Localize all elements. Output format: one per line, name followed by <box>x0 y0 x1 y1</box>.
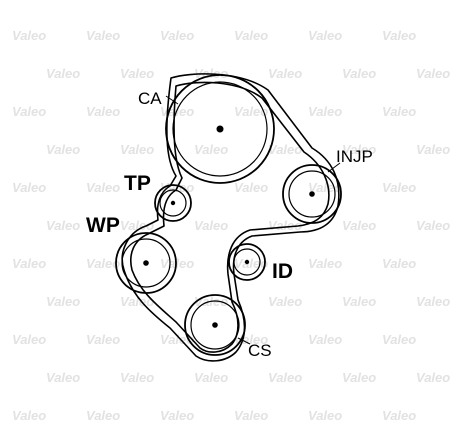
watermark-text: Valeo <box>382 180 416 195</box>
pulley-injp-hub <box>309 191 315 197</box>
watermark-text: Valeo <box>308 256 342 271</box>
watermark-text: Valeo <box>268 142 302 157</box>
watermark-text: Valeo <box>342 218 376 233</box>
watermark-text: Valeo <box>120 142 154 157</box>
watermark-text: Valeo <box>382 28 416 43</box>
label-id: ID <box>272 260 293 283</box>
watermark-text: Valeo <box>86 28 120 43</box>
watermark-text: Valeo <box>308 104 342 119</box>
watermark-text: Valeo <box>382 332 416 347</box>
pulley-ca-hub <box>216 125 224 133</box>
watermark-text: Valeo <box>120 66 154 81</box>
watermark-text: Valeo <box>120 370 154 385</box>
watermark-text: Valeo <box>12 408 46 423</box>
pulley-id <box>228 243 266 281</box>
watermark-text: Valeo <box>416 142 450 157</box>
label-wp: WP <box>86 214 120 237</box>
pulley-wp-inner-ring <box>121 238 171 288</box>
watermark-text: Valeo <box>268 218 302 233</box>
label-ca: CA <box>138 89 162 108</box>
watermark-text: Valeo <box>382 256 416 271</box>
belt-outer-line <box>121 73 340 362</box>
watermark-text: Valeo <box>86 180 120 195</box>
pulley-injp-outer-ring <box>282 164 342 224</box>
watermark-text: Valeo <box>268 370 302 385</box>
watermark-text: Valeo <box>342 294 376 309</box>
watermark-text: Valeo <box>416 294 450 309</box>
watermark-text: Valeo <box>46 66 80 81</box>
watermark-text: Valeo <box>308 332 342 347</box>
pulley-id-outer-ring <box>228 243 266 281</box>
watermark-text: Valeo <box>308 408 342 423</box>
watermark-text: Valeo <box>46 294 80 309</box>
watermark-text: Valeo <box>416 218 450 233</box>
watermark-text: Valeo <box>234 180 268 195</box>
label-cs: CS <box>248 341 272 360</box>
belt <box>121 73 340 362</box>
watermark-text: Valeo <box>342 66 376 81</box>
leader-ca <box>165 95 179 105</box>
watermark-text: Valeo <box>308 28 342 43</box>
watermark-text: Valeo <box>46 218 80 233</box>
pulley-injp-inner-ring <box>288 170 336 218</box>
pulley-injp <box>282 164 342 224</box>
label-leaders <box>165 95 341 345</box>
pulley-tp-hub <box>170 200 176 206</box>
watermark-text: Valeo <box>416 66 450 81</box>
watermark-text: Valeo <box>12 104 46 119</box>
watermark-text: Valeo <box>160 408 194 423</box>
watermark-text: Valeo <box>46 142 80 157</box>
pulley-wp-outer-ring <box>115 232 177 294</box>
belt-inner-line <box>130 81 330 353</box>
watermark-text: Valeo <box>12 256 46 271</box>
watermark-text: Valeo <box>342 142 376 157</box>
watermark-text: Valeo <box>382 408 416 423</box>
watermark-text: Valeo <box>234 408 268 423</box>
pulley-tp-inner-ring <box>159 189 187 217</box>
pulley-wp-hub <box>143 260 149 266</box>
watermark-text: Valeo <box>160 28 194 43</box>
pulley-cs-outer-ring <box>184 294 246 356</box>
watermark-text: Valeo <box>194 218 228 233</box>
label-tp: TP <box>124 172 151 195</box>
watermark-text: Valeo <box>86 104 120 119</box>
watermark-text: Valeo <box>268 294 302 309</box>
pulley-ca-outer-ring <box>165 74 275 184</box>
watermark-text: Valeo <box>86 408 120 423</box>
watermark-text: Valeo <box>160 332 194 347</box>
watermark-text: Valeo <box>342 370 376 385</box>
watermark-text: Valeo <box>160 104 194 119</box>
watermark-text: Valeo <box>382 104 416 119</box>
watermark-text: Valeo <box>194 370 228 385</box>
pulley-ca <box>165 74 275 184</box>
pulley-wp <box>115 232 177 294</box>
watermark-text: Valeo <box>416 370 450 385</box>
watermark-text: Valeo <box>12 180 46 195</box>
leader-cs <box>237 337 251 345</box>
watermark-text: Valeo <box>12 28 46 43</box>
watermark-text: Valeo <box>234 28 268 43</box>
watermark-text: Valeo <box>268 66 302 81</box>
pulley-id-inner-ring <box>233 248 261 276</box>
pulley-cs-hub <box>212 322 218 328</box>
leader-injp <box>327 162 341 173</box>
watermark-text: Valeo <box>120 218 154 233</box>
pulley-cs <box>184 294 246 356</box>
watermark-text: Valeo <box>12 332 46 347</box>
label-injp: INJP <box>336 147 373 166</box>
watermark-text: Valeo <box>234 104 268 119</box>
watermark-text: Valeo <box>86 256 120 271</box>
watermark-text: Valeo <box>194 142 228 157</box>
pulley-cs-inner-ring <box>190 300 240 350</box>
pulley-tp-outer-ring <box>154 184 192 222</box>
pulley-tp <box>154 184 192 222</box>
pulley-id-hub <box>244 259 250 265</box>
pulley-ca-inner-ring <box>172 81 268 177</box>
watermark-text: Valeo <box>308 180 342 195</box>
watermark-text: Valeo <box>86 332 120 347</box>
watermark-text: Valeo <box>46 370 80 385</box>
watermark-text: Valeo <box>160 256 194 271</box>
